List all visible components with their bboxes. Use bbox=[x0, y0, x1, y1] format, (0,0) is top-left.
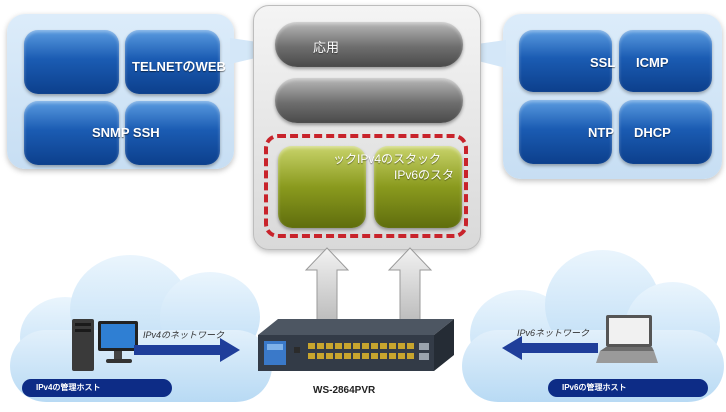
protocol-tile-2 bbox=[125, 30, 220, 94]
protocol-tile-4 bbox=[125, 101, 220, 165]
protocol-tile-7 bbox=[519, 100, 612, 164]
ipv6-host-bar: IPv6の管理ホスト bbox=[548, 379, 708, 397]
ipv6-network-label: IPv6ネットワーク bbox=[517, 328, 590, 338]
application-label: 応用 bbox=[313, 40, 340, 55]
switch-model-label: WS-2864PVR bbox=[313, 385, 376, 396]
application-layer-bar bbox=[275, 22, 463, 67]
ipv4-stack-label: ックIPv4のスタック bbox=[333, 152, 442, 166]
protocol-tile-6 bbox=[619, 30, 712, 92]
ipv4-network-arrow bbox=[134, 338, 240, 362]
ipv6-network-arrow bbox=[502, 336, 598, 360]
protocol-tile-5 bbox=[519, 30, 612, 92]
ipv4-stack-tile bbox=[278, 146, 366, 228]
protocol-tile-1 bbox=[24, 30, 119, 94]
dhcp-label: DHCP bbox=[634, 125, 671, 140]
snmp-ssh-label: SNMP SSH bbox=[92, 125, 160, 140]
protocol-tile-3 bbox=[24, 101, 119, 165]
telnet-web-label: TELNETのWEB bbox=[132, 59, 226, 74]
ssl-label: SSL bbox=[590, 55, 616, 70]
ipv4-host-bar: IPv4の管理ホスト bbox=[22, 379, 172, 397]
switch-ports bbox=[308, 343, 414, 359]
up-arrow-left bbox=[304, 247, 350, 321]
up-arrow-right bbox=[387, 247, 433, 321]
icmp-label: ICMP bbox=[636, 55, 669, 70]
ipv6-stack-tile bbox=[374, 146, 462, 228]
up-arrows bbox=[304, 247, 433, 321]
transport-layer-bar bbox=[275, 78, 463, 123]
laptop-icon bbox=[596, 315, 658, 363]
protocol-tile-8 bbox=[619, 100, 712, 164]
dual-stack-dashed-frame bbox=[264, 134, 468, 238]
ipv6-stack-label: IPv6のスタ bbox=[394, 168, 455, 182]
network-switch bbox=[258, 319, 454, 371]
desktop-pc-icon bbox=[72, 319, 138, 371]
ipv4-network-label: IPv4のネットワーク bbox=[143, 330, 225, 340]
ntp-label: NTP bbox=[588, 125, 614, 140]
